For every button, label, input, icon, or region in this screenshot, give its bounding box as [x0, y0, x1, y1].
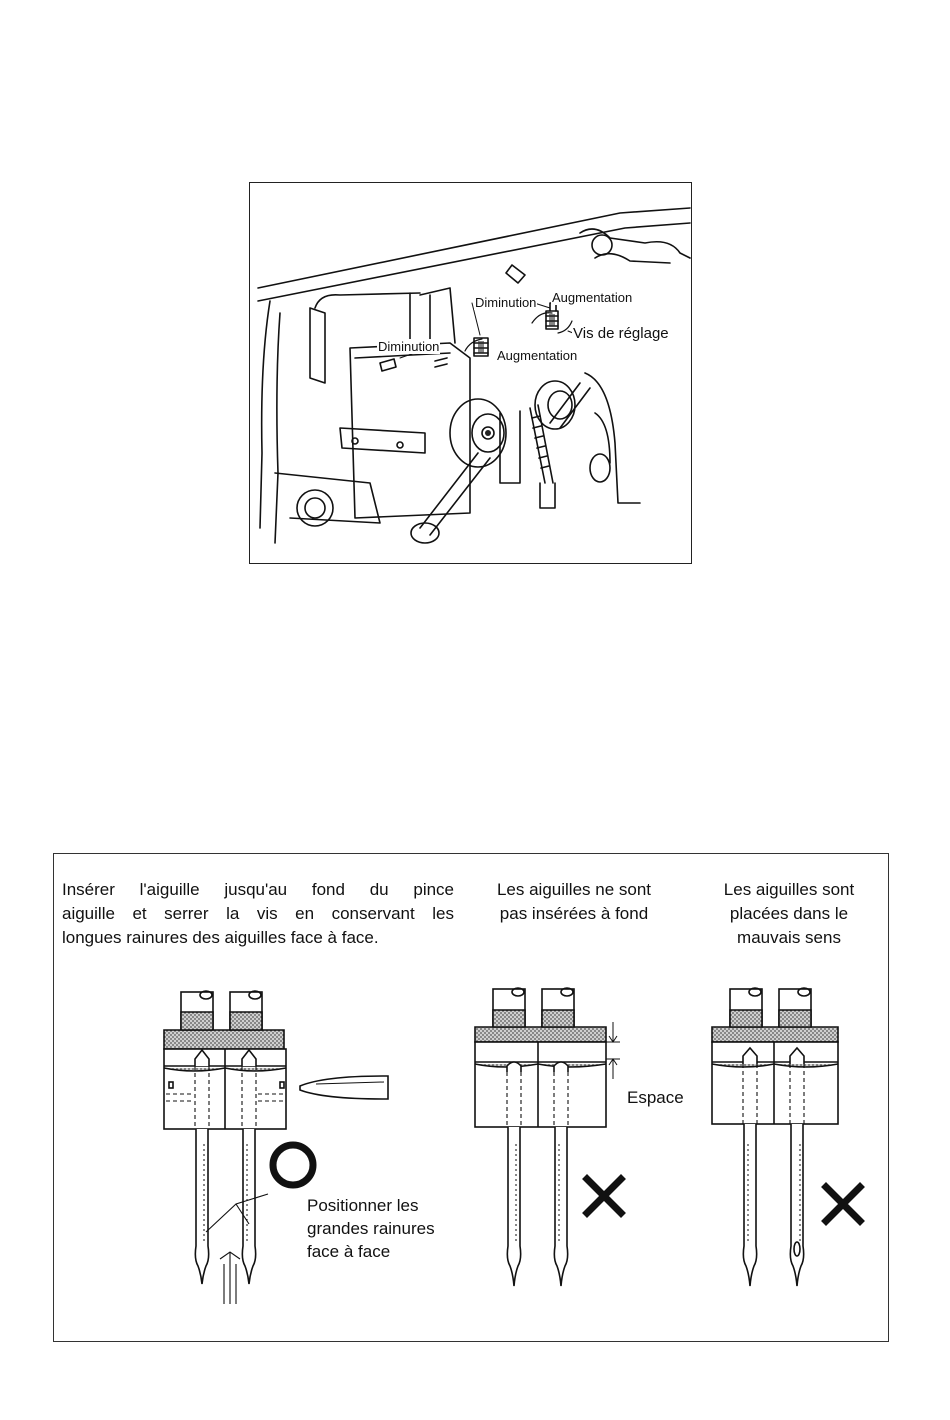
needle-clamp-wrong-direction — [711, 987, 839, 1287]
note-grooves-line: face à face — [307, 1242, 391, 1261]
needle-clamp-correct — [163, 990, 389, 1304]
note-grooves-line: Positionner les — [307, 1196, 419, 1215]
mechanism-drawing — [257, 207, 691, 544]
needle-insertion-figure: Insérer l'aiguille jusqu'au fond du pinc… — [53, 853, 889, 1342]
caption-correct-line: longues rainures des aiguilles face à fa… — [62, 928, 379, 947]
wrong-mark-cross-icon — [582, 1174, 626, 1218]
caption-correct: Insérer l'aiguille jusqu'au fond du pinc… — [62, 878, 454, 950]
label-espace: Espace — [627, 1088, 684, 1107]
caption-not-inserted-line: Les aiguilles ne sont — [496, 880, 652, 899]
needle-drawings — [163, 987, 865, 1304]
caption-wrong-direction-line: Les aiguilles sont — [723, 880, 855, 899]
label-diminution-lower: Diminution — [377, 339, 441, 354]
correct-mark-circle-icon — [269, 1141, 317, 1189]
caption-wrong-direction-line: mauvais sens — [737, 928, 841, 947]
caption-correct-line: Insérer l'aiguille jusqu'au fond du pinc… — [62, 880, 454, 899]
wrong-mark-cross-icon — [821, 1182, 865, 1226]
caption-correct-line: aiguille et serrer la vis en conservant … — [62, 904, 454, 923]
label-augmentation-upper: Augmentation — [551, 290, 634, 305]
note-grooves: Positionner les grandes rainures face à … — [307, 1194, 435, 1263]
label-vis-de-reglage: Vis de réglage — [572, 325, 670, 342]
label-augmentation-lower: Augmentation — [496, 348, 579, 363]
caption-not-inserted-line: pas insérées à fond — [499, 904, 649, 923]
needle-clamp-not-inserted — [474, 987, 620, 1287]
caption-wrong-direction-line: placées dans le — [729, 904, 849, 923]
label-diminution-upper: Diminution — [474, 295, 538, 310]
adjustment-mechanism-figure: Diminution Augmentation Vis de réglage D… — [249, 182, 692, 564]
caption-not-inserted: Les aiguilles ne sont pas insérées à fon… — [474, 878, 674, 926]
note-grooves-line: grandes rainures — [307, 1219, 435, 1238]
caption-wrong-direction: Les aiguilles sont placées dans le mauva… — [694, 878, 884, 950]
